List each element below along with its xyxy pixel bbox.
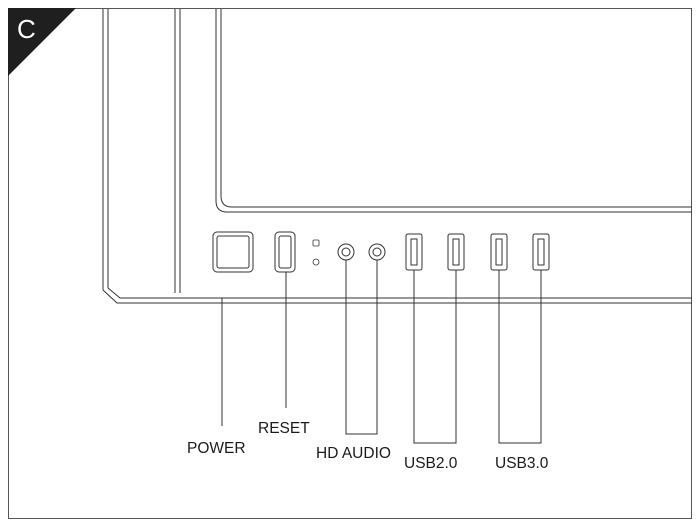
case-window-panel <box>215 9 692 213</box>
microphone-jack-icon <box>368 243 386 261</box>
section-badge-letter: C <box>17 14 36 44</box>
power-button <box>212 231 254 273</box>
leader-lines <box>221 260 542 444</box>
case-side-panel <box>102 9 692 304</box>
power-led-icon <box>312 258 320 266</box>
reset-button <box>274 231 296 273</box>
usb3-ports <box>490 233 550 271</box>
usb2-ports <box>405 233 465 271</box>
headphone-jack-icon <box>337 243 355 261</box>
reset-label: RESET <box>258 420 310 437</box>
audio-jacks <box>337 243 386 261</box>
diagram-frame <box>8 8 692 519</box>
power-label: POWER <box>187 440 246 457</box>
hdd-led-icon <box>312 239 320 247</box>
section-badge: C <box>8 8 76 76</box>
usb3-label: USB3.0 <box>495 455 549 472</box>
hd-audio-label: HD AUDIO <box>316 445 391 462</box>
usb2-label: USB2.0 <box>404 455 458 472</box>
led-indicators <box>312 239 320 266</box>
